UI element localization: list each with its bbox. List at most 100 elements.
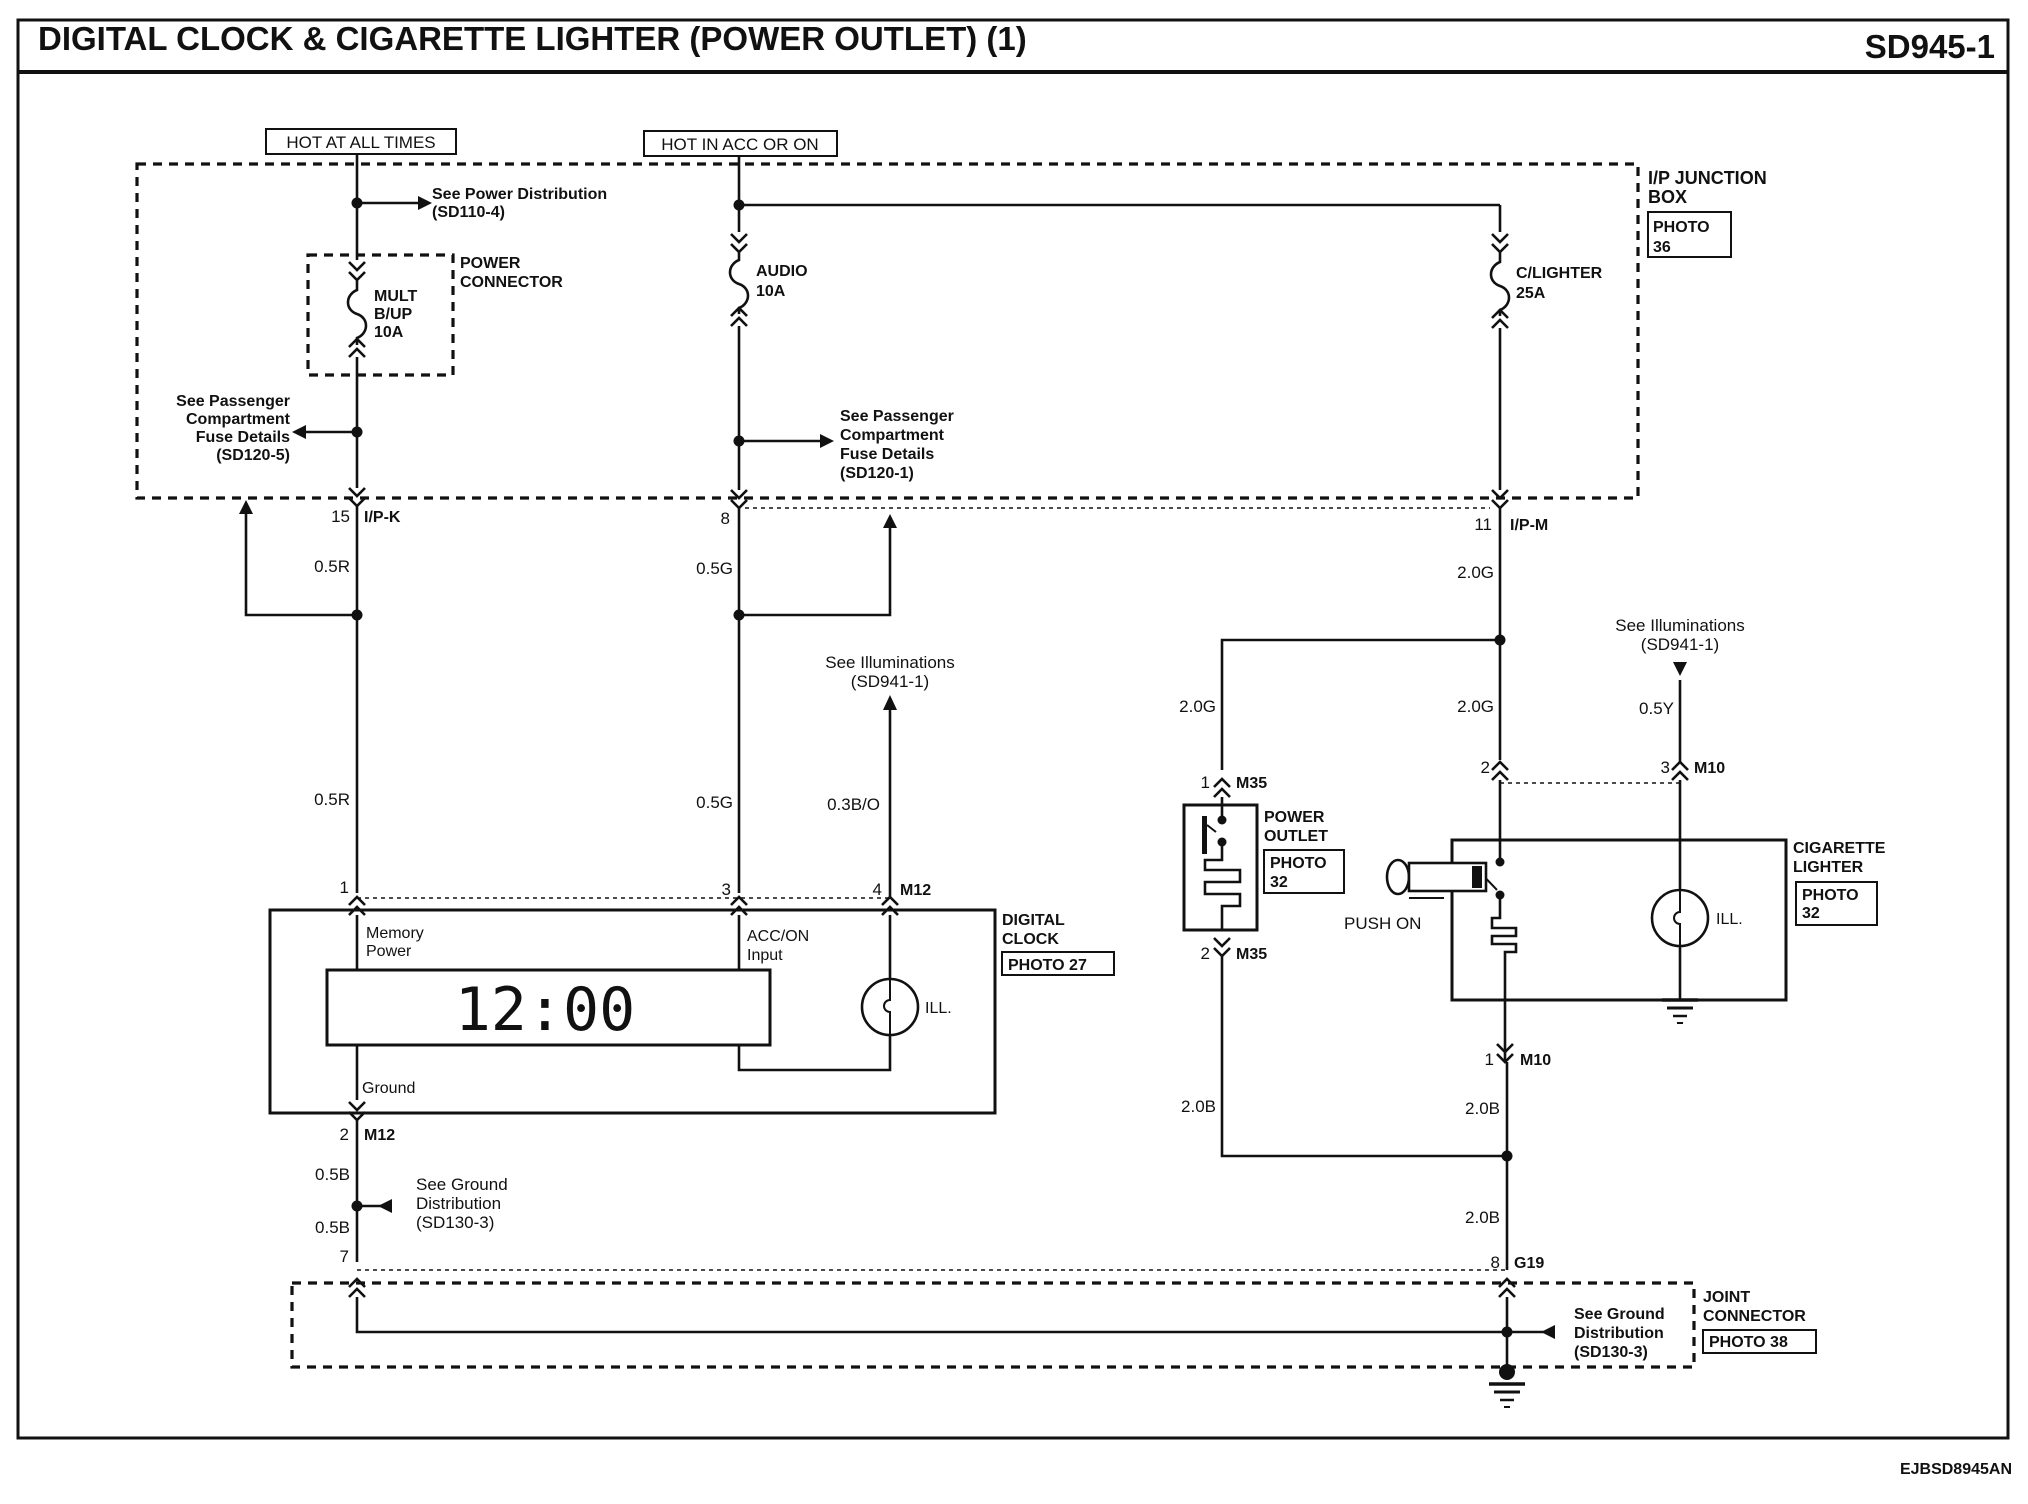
footer-code: EJBSD8945AN — [1900, 1461, 2012, 1478]
ref-passenger-fuse-right-2: Compartment — [840, 427, 945, 444]
fuse-clighter-label-2: 25A — [1516, 285, 1546, 302]
connector-m10-pin3-icon — [1671, 760, 1689, 781]
acc-on-input-label-2: Input — [747, 947, 783, 964]
contact — [1217, 815, 1227, 825]
wire-label-20g: 2.0G — [1179, 697, 1216, 716]
wire-label-20b: 2.0B — [1465, 1099, 1500, 1118]
fuse-mult-bup-icon — [346, 261, 368, 358]
fuse-audio-label: AUDIO — [756, 263, 808, 280]
wire-label-05y: 0.5Y — [1639, 699, 1674, 718]
arrow-up-icon — [239, 500, 253, 514]
wire-joint-bus — [355, 1297, 1507, 1334]
digital-clock-photo: PHOTO 27 — [1008, 957, 1087, 974]
wire-05r-loop — [244, 513, 357, 617]
cigarette-lighter-box — [1450, 838, 1788, 1002]
lamp-filament-icon — [883, 979, 891, 1035]
acc-on-input-label: ACC/ON — [747, 928, 809, 945]
junction-box-photo-num: 36 — [1653, 239, 1671, 256]
ip-junction-box-label-2: BOX — [1648, 187, 1687, 207]
ref-ground-left-2: Distribution — [416, 1194, 501, 1213]
pin-1: 1 — [1201, 773, 1210, 792]
cigarette-lighter-photo-box — [1795, 881, 1878, 926]
splice — [1501, 1150, 1513, 1162]
fuse-clighter-icon — [1489, 233, 1511, 329]
wire-20g-outlet — [1220, 638, 1500, 770]
connector-m10: M10 — [1520, 1052, 1551, 1069]
wire-05g-loop — [739, 528, 892, 617]
connector-m35: M35 — [1236, 775, 1267, 792]
ref-illuminations-right-2: (SD941-1) — [1641, 635, 1719, 654]
wire-label-05b: 0.5B — [315, 1218, 350, 1237]
pin-1: 1 — [1485, 1050, 1494, 1069]
connector-m10-pin1-icon — [1496, 1043, 1514, 1064]
arrow-left-icon — [292, 425, 306, 439]
cigarette-lighter-photo: PHOTO — [1802, 887, 1859, 904]
power-outlet-photo: PHOTO — [1270, 855, 1327, 872]
ref-passenger-fuse-left: See Passenger — [176, 393, 290, 410]
cigarette-lighter-label-2: LIGHTER — [1793, 859, 1864, 876]
connector-g19: G19 — [1514, 1255, 1544, 1272]
wire-label-05g: 0.5G — [696, 793, 733, 812]
arrow-up-icon — [883, 514, 897, 528]
cigarette-lighter-photo-num: 32 — [1802, 905, 1820, 922]
pin-4: 4 — [873, 880, 882, 899]
digital-clock-photo-box — [1001, 951, 1115, 976]
hot-at-all-times-label: HOT AT ALL TIMES — [286, 133, 435, 152]
ground-point — [1499, 1364, 1515, 1380]
joint-connector-outline — [290, 1281, 1696, 1369]
fuse-mult-label: MULT — [374, 288, 417, 305]
junction-box-photo-box — [1647, 211, 1732, 258]
digital-clock-label-2: CLOCK — [1002, 931, 1059, 948]
ref-passenger-fuse-right-4: (SD120-1) — [840, 465, 914, 482]
connector-m12: M12 — [900, 882, 931, 899]
ref-passenger-fuse-right-3: Fuse Details — [840, 446, 934, 463]
hot-in-acc-label: HOT IN ACC OR ON — [661, 135, 818, 154]
connector-ipk: I/P-K — [364, 509, 401, 526]
digital-clock-box — [268, 908, 997, 1115]
power-outlet-box — [1182, 803, 1259, 932]
connector-m35-pin2-icon — [1213, 937, 1231, 958]
joint-connector-photo-box — [1702, 1329, 1817, 1354]
lighter-element-icon — [1490, 780, 1518, 1060]
ground-label: Ground — [362, 1080, 415, 1097]
pin-2: 2 — [1481, 758, 1490, 777]
connector-ipm: I/P-M — [1510, 517, 1548, 534]
connector-m10-pin2-icon — [1491, 760, 1509, 781]
connector-g19-pin8-icon — [1498, 1277, 1516, 1298]
arrow-down-icon — [1673, 662, 1687, 676]
power-connector-label-2: CONNECTOR — [460, 274, 563, 291]
ref-power-distribution-2: (SD110-4) — [432, 204, 505, 221]
arrow-left-icon — [1541, 1325, 1555, 1339]
connector-m35-pin1-icon — [1213, 777, 1231, 798]
ref-illuminations-left-2: (SD941-1) — [851, 672, 929, 691]
power-outlet-label: POWER — [1264, 809, 1325, 826]
fuse-audio-label-2: 10A — [756, 283, 786, 300]
joint-connector-label: JOINT — [1703, 1289, 1750, 1306]
wire-label-05g: 0.5G — [696, 559, 733, 578]
push-on-label: PUSH ON — [1344, 914, 1421, 933]
memory-power-label: Memory — [366, 925, 424, 942]
clock-ill-label: ILL. — [925, 1000, 952, 1017]
pin-8: 8 — [1491, 1253, 1500, 1272]
page-title: DIGITAL CLOCK & CIGARETTE LIGHTER (POWER… — [38, 20, 1027, 57]
wire-label-20b: 2.0B — [1181, 1097, 1216, 1116]
connector-m12-pin1-icon — [348, 895, 366, 916]
contact — [1495, 890, 1505, 900]
power-outlet-photo-box — [1263, 849, 1345, 894]
ip-junction-box-outline — [135, 162, 1640, 500]
pin-15: 15 — [331, 507, 350, 526]
page-code: SD945-1 — [1865, 28, 1995, 65]
wire-20b-outlet — [1220, 956, 1507, 1158]
lamp-filament-icon — [1673, 890, 1681, 946]
outlet-plug-icon — [1202, 816, 1207, 854]
connector-m12-pin4-icon — [881, 895, 899, 916]
arrow-right-icon — [418, 196, 432, 210]
wire-label-05r: 0.5R — [314, 557, 350, 576]
digital-clock-label: DIGITAL — [1002, 912, 1065, 929]
fuse-mult-label-3: 10A — [374, 324, 404, 341]
wire-label-03bo: 0.3B/O — [827, 795, 880, 814]
power-connector-label: POWER — [460, 255, 521, 272]
wire-label-20b: 2.0B — [1465, 1208, 1500, 1227]
wire-label-05b: 0.5B — [315, 1165, 350, 1184]
